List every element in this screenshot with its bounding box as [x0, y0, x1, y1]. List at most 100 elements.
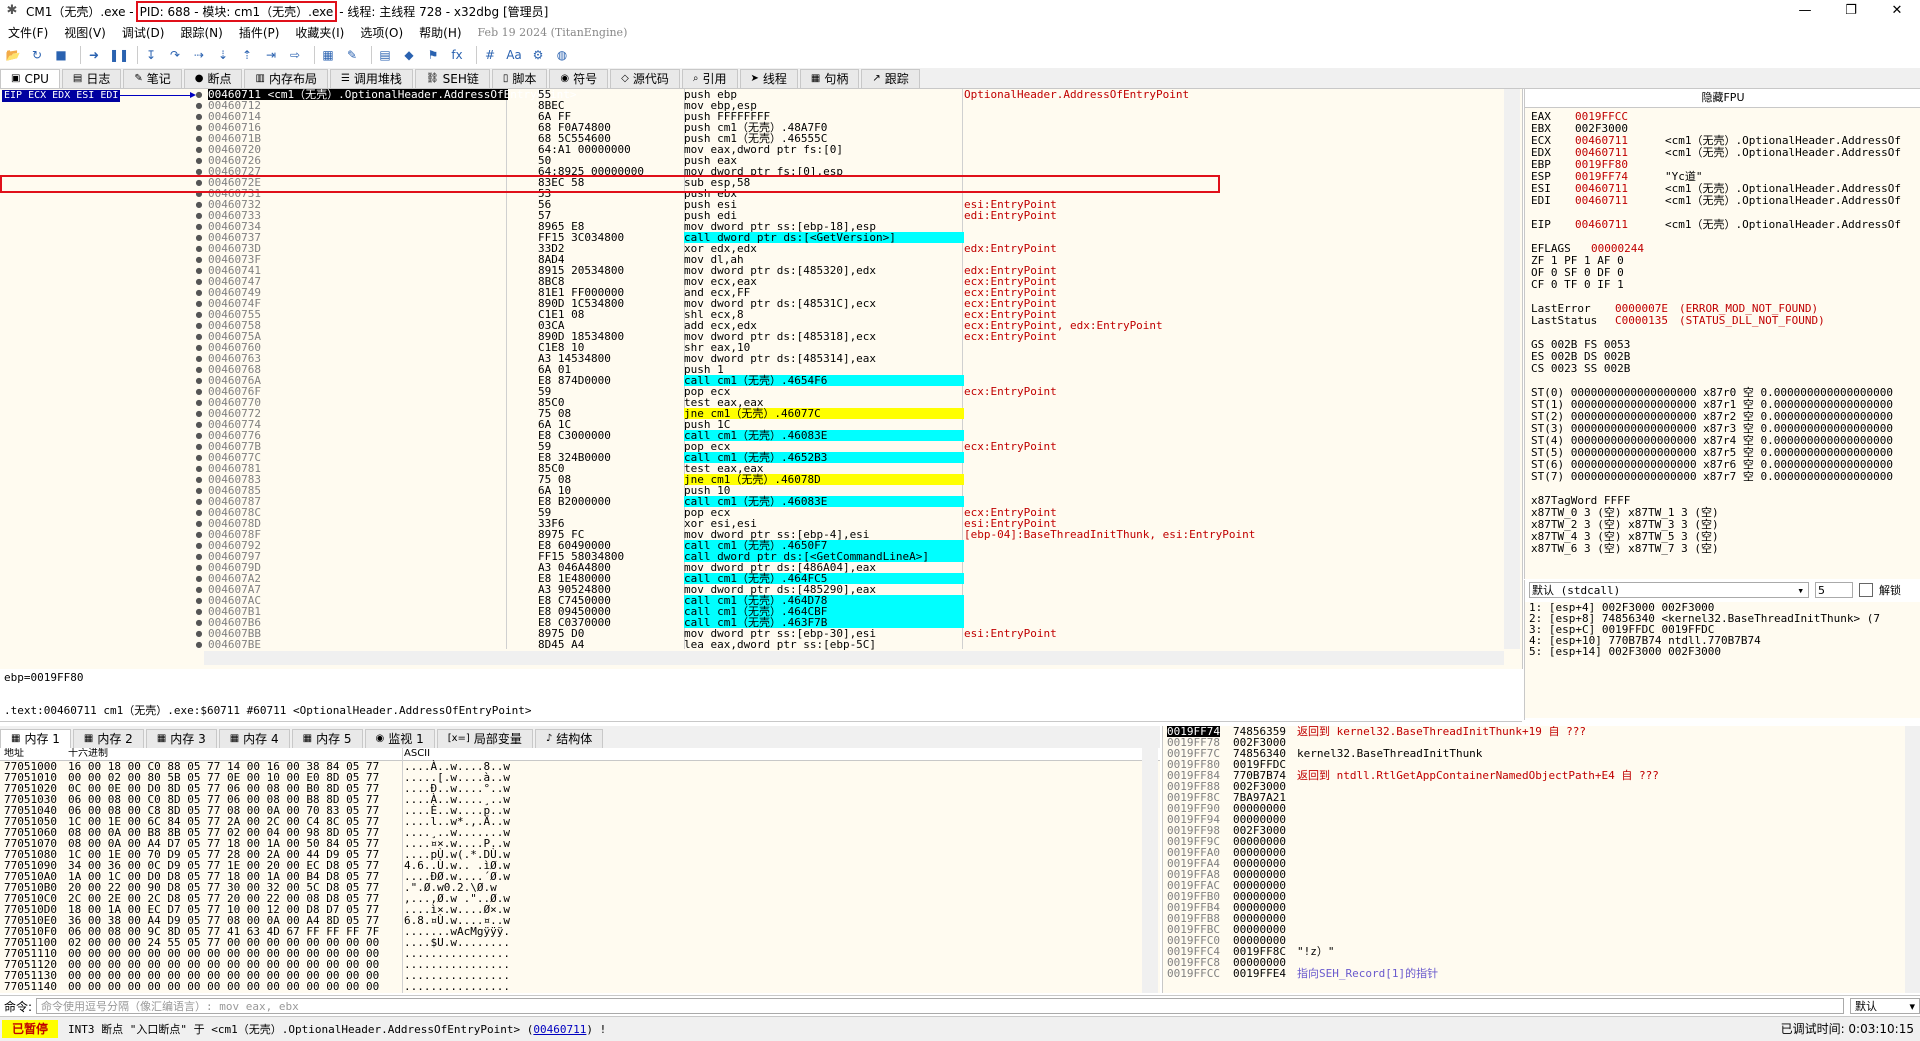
tagword-line[interactable]: x87TW_6 3 (空) x87TW_7 3 (空): [1531, 543, 1719, 555]
tab-cpu[interactable]: ▣CPU: [0, 69, 60, 88]
fpu-st-line[interactable]: ST(6) 0000000000000000000 x87r6 空 0.0000…: [1531, 459, 1893, 471]
segment-line[interactable]: ES 002B DS 002B: [1531, 351, 1630, 363]
flag-line[interactable]: ZF 1 PF 1 AF 0: [1531, 255, 1624, 267]
column-divider[interactable]: [506, 89, 507, 649]
breakpoint-dot-icon[interactable]: ●: [195, 112, 203, 121]
disassembly-row[interactable]: 00460711 <cm1（无壳）.OptionalHeader.Address…: [204, 89, 1504, 100]
breakpoint-dot-icon[interactable]: ●: [195, 486, 203, 495]
pause-icon[interactable]: ❚❚: [109, 48, 130, 62]
tab-trace[interactable]: ↗跟踪: [861, 69, 920, 88]
menu-item[interactable]: 收藏夹(I): [295, 25, 345, 40]
tab-handles[interactable]: ▦句柄: [799, 69, 860, 88]
dump-tab[interactable]: ▦内存 5: [291, 729, 363, 748]
breakpoint-dot-icon[interactable]: ●: [195, 420, 203, 429]
call-arg-row[interactable]: 5: [esp+14] 002F3000 002F3000: [1529, 645, 1722, 658]
breakpoint-dot-icon[interactable]: ●: [195, 211, 203, 220]
register-value[interactable]: 00460711: [1575, 182, 1628, 195]
dump-tab[interactable]: ◉监视 1: [364, 729, 435, 748]
tab-log[interactable]: ▤日志: [61, 69, 122, 88]
column-divider[interactable]: [684, 89, 685, 649]
flag-line[interactable]: CF 0 TF 0 IF 1: [1531, 279, 1624, 291]
breakpoint-dot-icon[interactable]: ●: [195, 497, 203, 506]
menu-item[interactable]: 调试(D): [121, 25, 165, 40]
options-icon[interactable]: Aa: [506, 48, 522, 62]
breakpoint-dot-icon[interactable]: ●: [195, 508, 203, 517]
breakpoint-dot-icon[interactable]: ●: [195, 574, 203, 583]
tab-source[interactable]: ◇源代码: [610, 69, 680, 88]
breakpoint-dot-icon[interactable]: ●: [195, 365, 203, 374]
open-icon[interactable]: 📂: [5, 48, 21, 62]
tagword-line[interactable]: x87TagWord FFFF: [1531, 495, 1630, 507]
breakpoint-dot-icon[interactable]: ●: [195, 310, 203, 319]
column-divider[interactable]: [962, 89, 963, 649]
breakpoint-dot-icon[interactable]: ●: [195, 222, 203, 231]
bookmark-icon[interactable]: ▤: [379, 48, 391, 62]
breakpoint-dot-icon[interactable]: ●: [195, 618, 203, 627]
breakpoint-dot-icon[interactable]: ●: [195, 134, 203, 143]
calling-convention-select[interactable]: 默认 (stdcall): [1529, 582, 1809, 599]
stack-vertical-scrollbar[interactable]: [1905, 726, 1920, 993]
disassembly-horizontal-scrollbar[interactable]: [204, 651, 1504, 665]
call-arg-row[interactable]: 3: [esp+C] 0019FFDC 0019FFDC: [1529, 623, 1715, 636]
breakpoint-dot-icon[interactable]: ●: [195, 530, 203, 539]
breakpoint-dot-icon[interactable]: ●: [195, 266, 203, 275]
close-icon[interactable]: ✕: [1891, 3, 1903, 18]
register-value[interactable]: 00460711: [1575, 146, 1628, 159]
breakpoint-dot-icon[interactable]: ●: [195, 288, 203, 297]
breakpoint-dot-icon[interactable]: ●: [195, 398, 203, 407]
breakpoint-dot-icon[interactable]: ●: [195, 145, 203, 154]
fpu-st-line[interactable]: ST(4) 0000000000000000000 x87r4 空 0.0000…: [1531, 435, 1893, 447]
flag-line[interactable]: OF 0 SF 0 DF 0: [1531, 267, 1624, 279]
breakpoint-dot-icon[interactable]: ●: [195, 354, 203, 363]
menu-item[interactable]: 帮助(H): [419, 25, 462, 40]
disassembly-panel[interactable]: EIP ECX EDX ESI EDI ●●●●●●●●●●●●●●●●●●●●…: [0, 89, 1523, 669]
column-divider[interactable]: [402, 748, 403, 993]
dump-tab[interactable]: ▦内存 2: [72, 729, 144, 748]
breakpoint-dot-icon[interactable]: ●: [195, 277, 203, 286]
